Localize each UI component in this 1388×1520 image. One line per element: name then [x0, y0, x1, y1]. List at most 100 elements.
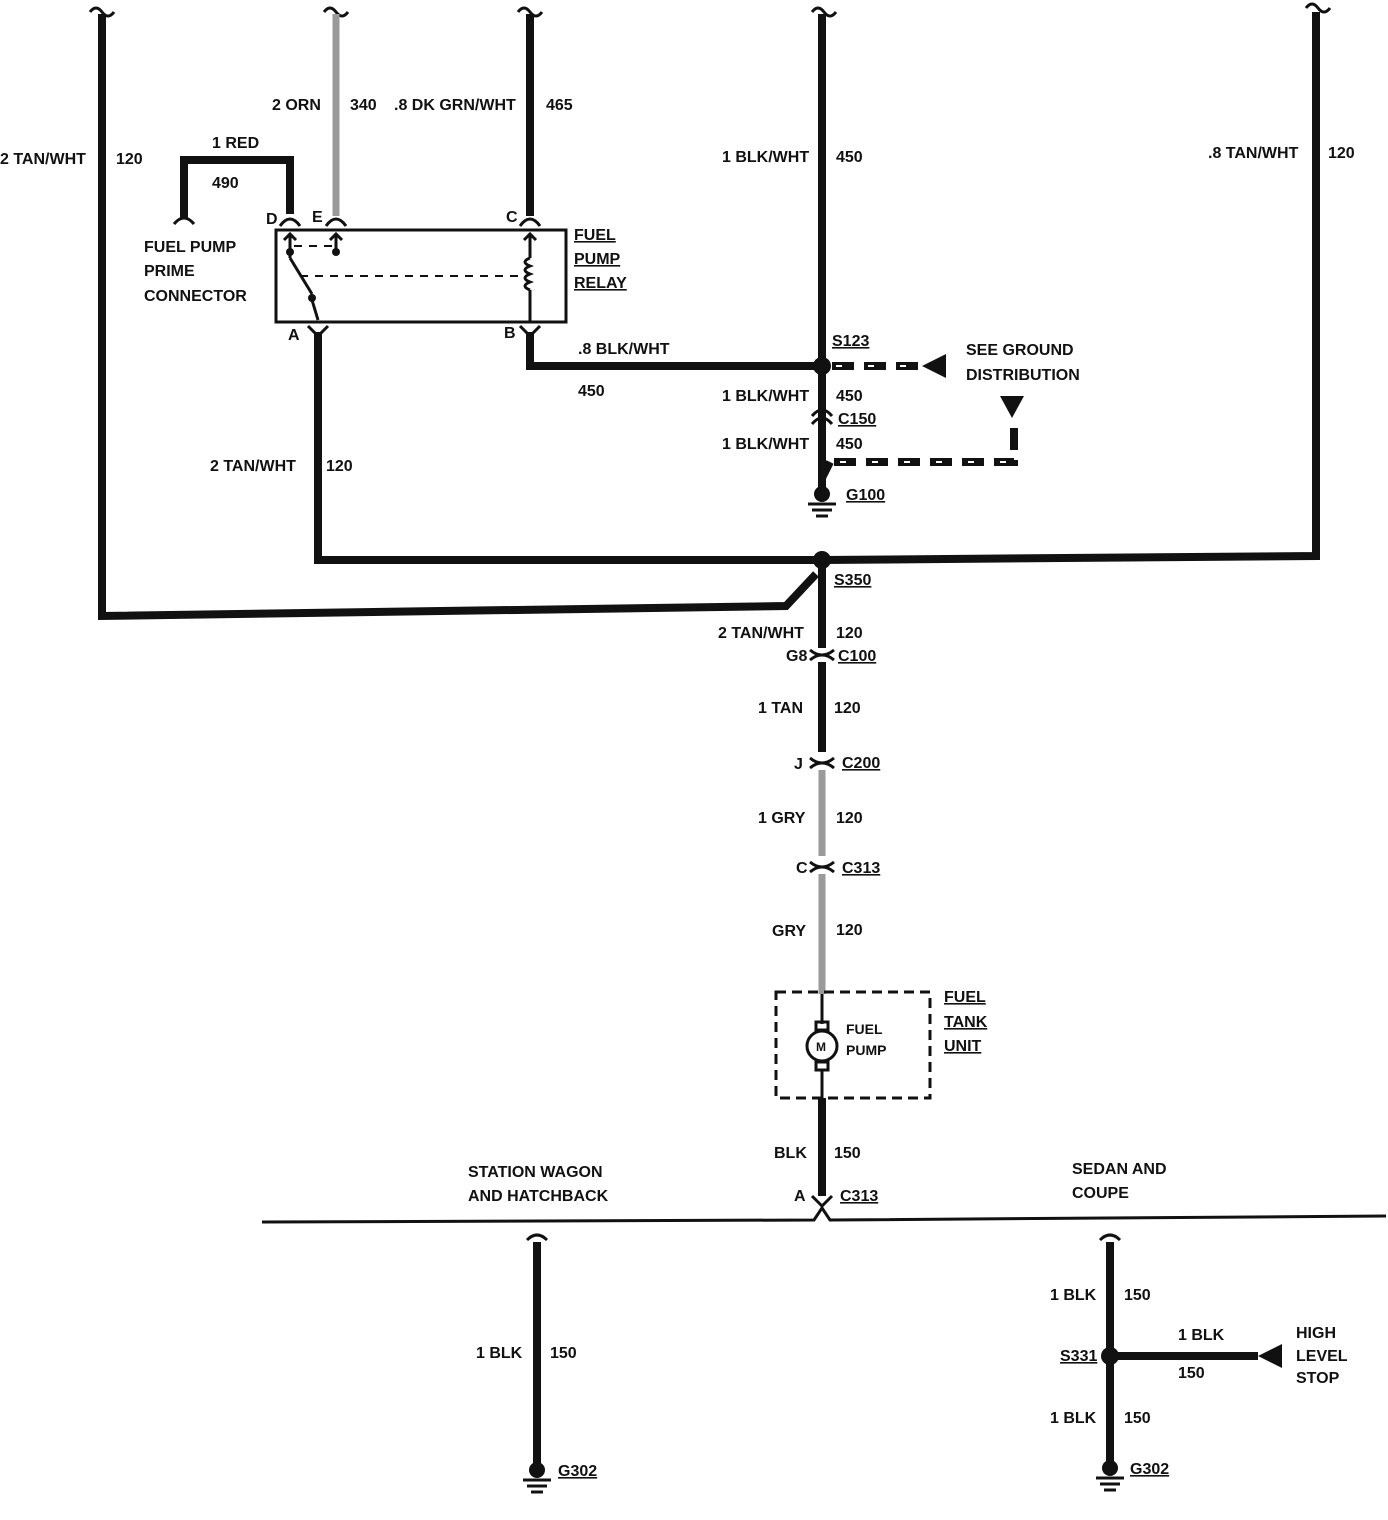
splice-s350-dot: [813, 551, 831, 569]
wire-red-490: [180, 156, 294, 218]
gry1-num: 120: [836, 810, 863, 827]
c150-lower-num: 450: [836, 436, 863, 453]
sedan-upper-color: 1 BLK: [1050, 1287, 1097, 1304]
orn-num: 340: [350, 97, 377, 114]
relay-pin-b: B: [504, 325, 516, 342]
relay-out-color: 2 TAN/WHT: [210, 458, 296, 475]
wire-relay-b-ground: [526, 332, 822, 370]
c150-upper-num: 450: [836, 388, 863, 405]
sw-num: 150: [550, 1345, 577, 1362]
wire-left-tan-wht: [98, 14, 819, 621]
relay-pin-a: A: [288, 327, 300, 344]
tank-unit-3: UNIT: [944, 1038, 982, 1055]
sedan-upper-num: 150: [1124, 1287, 1151, 1304]
c313-lower-pin: A: [794, 1188, 806, 1205]
fuel-pump-2: PUMP: [846, 1042, 886, 1058]
tank-unit-1: FUEL: [944, 989, 986, 1006]
ground-g302-sedan-icon: [1096, 1460, 1124, 1492]
gry1-color: 1 GRY: [758, 810, 806, 827]
red-color: 1 RED: [212, 135, 259, 152]
relay-pin-e: E: [312, 209, 323, 226]
splice-s123: S123: [832, 333, 869, 350]
c100-label: C100: [838, 648, 876, 665]
sw-label-2: AND HATCHBACK: [468, 1188, 609, 1205]
tank-unit-2: TANK: [944, 1014, 988, 1031]
wire-relay-a-out: [314, 332, 822, 564]
red-num: 490: [212, 175, 239, 192]
prime-label-1: FUEL PUMP: [144, 239, 236, 256]
ground-symbols: [523, 486, 1124, 1494]
fuel-tank-unit: [774, 990, 932, 1100]
sedan-ground: G302: [1130, 1461, 1169, 1478]
hls-label-3: STOP: [1296, 1370, 1340, 1387]
blk-wht-num: 450: [836, 149, 863, 166]
c313-upper-pin: C: [796, 860, 808, 877]
c200-label: C200: [842, 755, 880, 772]
arrow-down-ground: [1000, 396, 1024, 418]
top-left-num: 120: [116, 151, 143, 168]
wire-right-tan-wht: [821, 12, 1320, 564]
hls-wire-num: 150: [1178, 1365, 1205, 1382]
tan-num: 120: [834, 700, 861, 717]
fuel-pump-1: FUEL: [846, 1021, 883, 1037]
prime-label-2: PRIME: [144, 263, 195, 280]
gry2-color: GRY: [772, 923, 806, 940]
wire-continuation-marks: [88, 2, 1332, 18]
c313-upper-label: C313: [842, 860, 880, 877]
sedan-lower-color: 1 BLK: [1050, 1410, 1097, 1427]
ground-dist-1: SEE GROUND: [966, 342, 1074, 359]
sedan-label-1: SEDAN AND: [1072, 1161, 1167, 1178]
sw-color: 1 BLK: [476, 1345, 523, 1362]
c150-label: C150: [838, 411, 876, 428]
high-level-stop-arrow-icon: [1258, 1344, 1282, 1368]
tan-color: 1 TAN: [758, 700, 803, 717]
relay-out-num: 120: [326, 458, 353, 475]
prime-label-3: CONNECTOR: [144, 288, 247, 305]
sw-label-1: STATION WAGON: [468, 1164, 603, 1181]
c200-pin: J: [794, 756, 803, 773]
sedan-lower-num: 150: [1124, 1410, 1151, 1427]
splice-s350: S350: [834, 572, 871, 589]
pump-ground-num: 150: [834, 1145, 861, 1162]
sedan-label-2: COUPE: [1072, 1185, 1129, 1202]
grn-color: .8 DK GRN/WHT: [394, 97, 516, 114]
s350-out-color: 2 TAN/WHT: [718, 625, 804, 642]
c100-pin: G8: [786, 648, 807, 665]
relay-label-2: PUMP: [574, 251, 621, 268]
sw-ground: G302: [558, 1463, 597, 1480]
relay-ground-num: 450: [578, 383, 605, 400]
splice-s331-dot: [1101, 1347, 1119, 1365]
ground-g100-icon: [808, 486, 836, 518]
wires: [98, 12, 1320, 1464]
relay-ground-color: .8 BLK/WHT: [578, 341, 670, 358]
sedan-splice: S331: [1060, 1348, 1097, 1365]
ground-distribution-wires: [832, 354, 1024, 466]
orn-color: 2 ORN: [272, 97, 321, 114]
blk-wht-color: 1 BLK/WHT: [722, 149, 809, 166]
right-tan-color: .8 TAN/WHT: [1208, 145, 1299, 162]
c150-lower-color: 1 BLK/WHT: [722, 436, 809, 453]
c313-lower-label: C313: [840, 1188, 878, 1205]
hls-wire-color: 1 BLK: [1178, 1327, 1225, 1344]
c150-upper-color: 1 BLK/WHT: [722, 388, 809, 405]
motor-m: M: [816, 1040, 826, 1054]
hls-label-2: LEVEL: [1296, 1348, 1348, 1365]
grn-num: 465: [546, 97, 573, 114]
hls-label-1: HIGH: [1296, 1325, 1336, 1342]
right-tan-num: 120: [1328, 145, 1355, 162]
gry2-num: 120: [836, 922, 863, 939]
fuel-pump-relay: [274, 228, 568, 324]
body-split-line: [261, 1205, 1387, 1224]
relay-label-3: RELAY: [574, 275, 627, 292]
ground-g302-sw-icon: [523, 1462, 551, 1494]
pump-ground-color: BLK: [774, 1145, 807, 1162]
top-left-color: 2 TAN/WHT: [0, 151, 86, 168]
g100-label: G100: [846, 487, 885, 504]
relay-pin-c: C: [506, 209, 518, 226]
labels: 2 TAN/WHT 120 2 ORN 340 .8 DK GRN/WHT 46…: [0, 97, 1355, 1480]
splices: [813, 357, 1119, 1365]
s350-out-num: 120: [836, 625, 863, 642]
splice-s123-dot: [813, 357, 831, 375]
ground-dist-2: DISTRIBUTION: [966, 367, 1080, 384]
